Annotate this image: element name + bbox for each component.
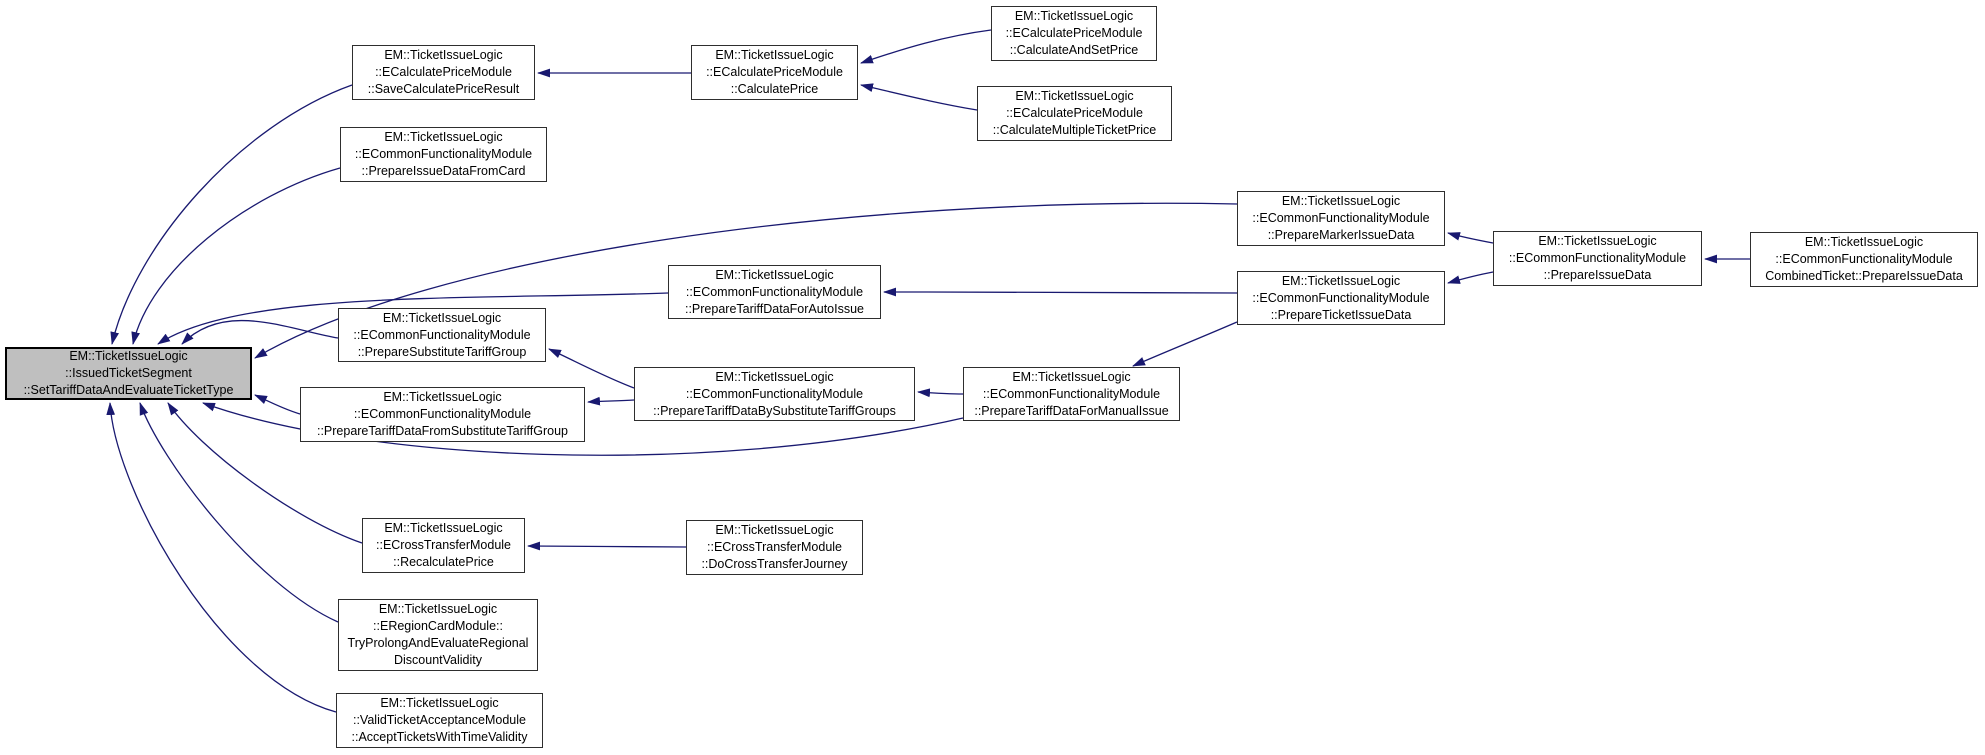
- node-label-line: ::AcceptTicketsWithTimeValidity: [351, 730, 528, 744]
- node-calculatePrice[interactable]: EM::TicketIssueLogic::ECalculatePriceMod…: [691, 45, 858, 100]
- node-label-line: ::PrepareTariffDataForManualIssue: [974, 403, 1169, 418]
- node-prepareTariffDataBySubstituteTariffGroups[interactable]: EM::TicketIssueLogic::ECommonFunctionali…: [634, 367, 915, 421]
- node-recalculatePrice[interactable]: EM::TicketIssueLogic::ECrossTransferModu…: [362, 518, 525, 573]
- node-label-line: ::ECommonFunctionalityModule: [685, 284, 864, 299]
- edge-calculateAndSetPrice-to-calculatePrice: [860, 29, 992, 64]
- node-label-line: ::ECommonFunctionalityModule: [1775, 252, 1953, 266]
- node-label-line: ::ECommonFunctionalityModule: [1252, 290, 1430, 305]
- node-label-line: ::IssuedTicketSegment: [65, 366, 192, 380]
- node-label-line: ::PrepareSubstituteTariffGroup: [357, 344, 527, 359]
- edge-prepareTariffDataFromSubstituteTariffGroup-to-setTariffDataAndEvaluateTicketType: [254, 394, 301, 415]
- node-prepareTariffDataForAutoIssue[interactable]: EM::TicketIssueLogic::ECommonFunctionali…: [668, 265, 881, 319]
- node-label-line: ::ECommonFunctionalityModule: [1252, 211, 1430, 225]
- node-label-line: EM::TicketIssueLogic: [715, 48, 834, 62]
- node-label-line: EM::TicketIssueLogic: [715, 267, 834, 282]
- node-label-line: ::ECrossTransferModule: [376, 538, 511, 552]
- node-label-line: ::PrepareIssueDataFromCard: [361, 164, 526, 178]
- node-combinedTicketPrepareIssueData[interactable]: EM::TicketIssueLogic::ECommonFunctionali…: [1750, 232, 1978, 287]
- edge-prepareTariffDataBySubstituteTariffGroups-to-prepareSubstituteTariffGroup: [548, 348, 635, 389]
- edge-acceptTicketsWithTimeValidity-to-setTariffDataAndEvaluateTicketType: [106, 402, 337, 713]
- node-prepareMarkerIssueData[interactable]: EM::TicketIssueLogic::ECommonFunctionali…: [1237, 191, 1445, 246]
- node-label-line: CombinedTicket::PrepareIssueData: [1765, 269, 1963, 283]
- edge-recalculatePrice-to-setTariffDataAndEvaluateTicketType: [167, 402, 363, 544]
- node-label-line: ::ECalculatePriceModule: [1006, 106, 1143, 120]
- node-label-line: DiscountValidity: [393, 653, 482, 667]
- edge-tryProlongAndEvaluateRegionalDiscountValidity-to-setTariffDataAndEvaluateTicketType: [139, 402, 339, 623]
- node-label-line: ::PrepareTariffDataFromSubstituteTariffG…: [316, 424, 569, 438]
- node-prepareTariffDataForManualIssue[interactable]: EM::TicketIssueLogic::ECommonFunctionali…: [963, 367, 1180, 421]
- node-acceptTicketsWithTimeValidity[interactable]: EM::TicketIssueLogic::ValidTicketAccepta…: [336, 693, 543, 748]
- node-label-line: EM::TicketIssueLogic: [1538, 234, 1657, 248]
- node-label-line: ::CalculateMultipleTicketPrice: [992, 123, 1157, 137]
- node-prepareIssueData[interactable]: EM::TicketIssueLogic::ECommonFunctionali…: [1493, 231, 1702, 286]
- node-label-line: EM::TicketIssueLogic: [1014, 9, 1134, 23]
- edge-prepareIssueDataFromCard-to-setTariffDataAndEvaluateTicketType: [131, 167, 341, 345]
- node-label-line: ::ECommonFunctionalityModule: [354, 147, 533, 161]
- node-prepareTariffDataFromSubstituteTariffGroup[interactable]: EM::TicketIssueLogic::ECommonFunctionali…: [300, 387, 585, 442]
- node-calculateAndSetPrice[interactable]: EM::TicketIssueLogic::ECalculatePriceMod…: [991, 6, 1157, 61]
- node-label-line: ::DoCrossTransferJourney: [701, 557, 848, 571]
- node-label-line: ::SetTariffDataAndEvaluateTicketType: [23, 383, 234, 397]
- node-label-line: EM::TicketIssueLogic: [715, 523, 834, 537]
- node-label-line: ::ECommonFunctionalityModule: [353, 407, 532, 421]
- node-prepareTicketIssueData[interactable]: EM::TicketIssueLogic::ECommonFunctionali…: [1237, 271, 1445, 325]
- node-label-line: ::ValidTicketAcceptanceModule: [352, 713, 526, 727]
- node-label-line: TryProlongAndEvaluateRegional: [347, 636, 529, 650]
- node-label-line: ::ECrossTransferModule: [707, 540, 842, 554]
- node-label-line: ::CalculateAndSetPrice: [1009, 43, 1139, 57]
- edge-prepareIssueData-to-prepareMarkerIssueData: [1447, 232, 1494, 244]
- node-label-line: ::ECommonFunctionalityModule: [685, 386, 864, 401]
- node-label-line: ::PrepareTariffDataForAutoIssue: [684, 301, 865, 316]
- edge-calculateMultipleTicketPrice-to-calculatePrice: [860, 83, 978, 111]
- node-label-line: ::ERegionCardModule::: [373, 619, 503, 633]
- node-prepareIssueDataFromCard[interactable]: EM::TicketIssueLogic::ECommonFunctionali…: [340, 127, 547, 182]
- node-label-line: ::CalculatePrice: [730, 82, 819, 96]
- edge-prepareTicketIssueData-to-prepareTariffDataForManualIssue: [1132, 321, 1238, 367]
- node-label-line: EM::TicketIssueLogic: [382, 310, 502, 325]
- edge-prepareTariffDataForAutoIssue-to-setTariffDataAndEvaluateTicketType: [157, 292, 669, 345]
- node-label-line: ::ECommonFunctionalityModule: [982, 386, 1161, 401]
- node-label-line: EM::TicketIssueLogic: [384, 48, 503, 62]
- edge-doCrossTransferJourney-to-recalculatePrice: [527, 541, 687, 551]
- node-label-line: ::PrepareMarkerIssueData: [1267, 228, 1415, 242]
- node-label-line: ::ECalculatePriceModule: [1005, 26, 1143, 40]
- node-calculateMultipleTicketPrice[interactable]: EM::TicketIssueLogic::ECalculatePriceMod…: [977, 86, 1172, 141]
- node-label-line: EM::TicketIssueLogic: [384, 521, 503, 535]
- edge-prepareTariffDataForManualIssue-to-prepareTariffDataBySubstituteTariffGroups: [917, 388, 964, 398]
- node-label-line: ::ECommonFunctionalityModule: [353, 327, 531, 342]
- node-label-line: EM::TicketIssueLogic: [715, 369, 834, 384]
- node-label-line: ::SaveCalculatePriceResult: [367, 82, 520, 96]
- node-doCrossTransferJourney[interactable]: EM::TicketIssueLogic::ECrossTransferModu…: [686, 520, 863, 575]
- node-label-line: EM::TicketIssueLogic: [383, 390, 502, 404]
- node-label-line: EM::TicketIssueLogic: [1804, 235, 1924, 249]
- node-label-line: EM::TicketIssueLogic: [378, 602, 498, 616]
- node-label-line: EM::TicketIssueLogic: [380, 696, 499, 710]
- node-label-line: EM::TicketIssueLogic: [384, 130, 503, 144]
- node-label-line: EM::TicketIssueLogic: [1281, 194, 1401, 208]
- node-label-line: ::PrepareTariffDataBySubstituteTariffGro…: [653, 403, 896, 418]
- node-label-line: ::ECalculatePriceModule: [706, 65, 843, 79]
- edge-prepareTicketIssueData-to-prepareTariffDataForAutoIssue: [883, 287, 1238, 297]
- node-saveCalculatePriceResult[interactable]: EM::TicketIssueLogic::ECalculatePriceMod…: [352, 45, 535, 100]
- node-label-line: ::ECommonFunctionalityModule: [1508, 251, 1687, 265]
- node-label-line: ::RecalculatePrice: [393, 555, 494, 569]
- node-label-line: ::ECalculatePriceModule: [375, 65, 512, 79]
- node-label-line: ::PrepareIssueData: [1543, 268, 1652, 282]
- edge-saveCalculatePriceResult-to-setTariffDataAndEvaluateTicketType: [110, 84, 353, 345]
- node-label-line: ::PrepareTicketIssueData: [1270, 307, 1412, 322]
- node-setTariffDataAndEvaluateTicketType: EM::TicketIssueLogic::IssuedTicketSegmen…: [5, 347, 252, 400]
- node-tryProlongAndEvaluateRegionalDiscountValidity[interactable]: EM::TicketIssueLogic::ERegionCardModule:…: [338, 599, 538, 671]
- node-label-line: EM::TicketIssueLogic: [1012, 369, 1131, 384]
- edge-prepareTariffDataBySubstituteTariffGroups-to-prepareTariffDataFromSubstituteTariffGroup: [587, 396, 635, 406]
- edge-prepareTariffDataForManualIssue-to-setTariffDataAndEvaluateTicketType: [202, 402, 964, 456]
- node-label-line: EM::TicketIssueLogic: [1281, 273, 1401, 288]
- edge-prepareIssueData-to-prepareTicketIssueData: [1447, 271, 1494, 284]
- node-label-line: EM::TicketIssueLogic: [69, 349, 188, 363]
- node-prepareSubstituteTariffGroup[interactable]: EM::TicketIssueLogic::ECommonFunctionali…: [338, 308, 546, 362]
- edge-prepareSubstituteTariffGroup-to-setTariffDataAndEvaluateTicketType: [181, 319, 339, 345]
- node-label-line: EM::TicketIssueLogic: [1015, 89, 1134, 103]
